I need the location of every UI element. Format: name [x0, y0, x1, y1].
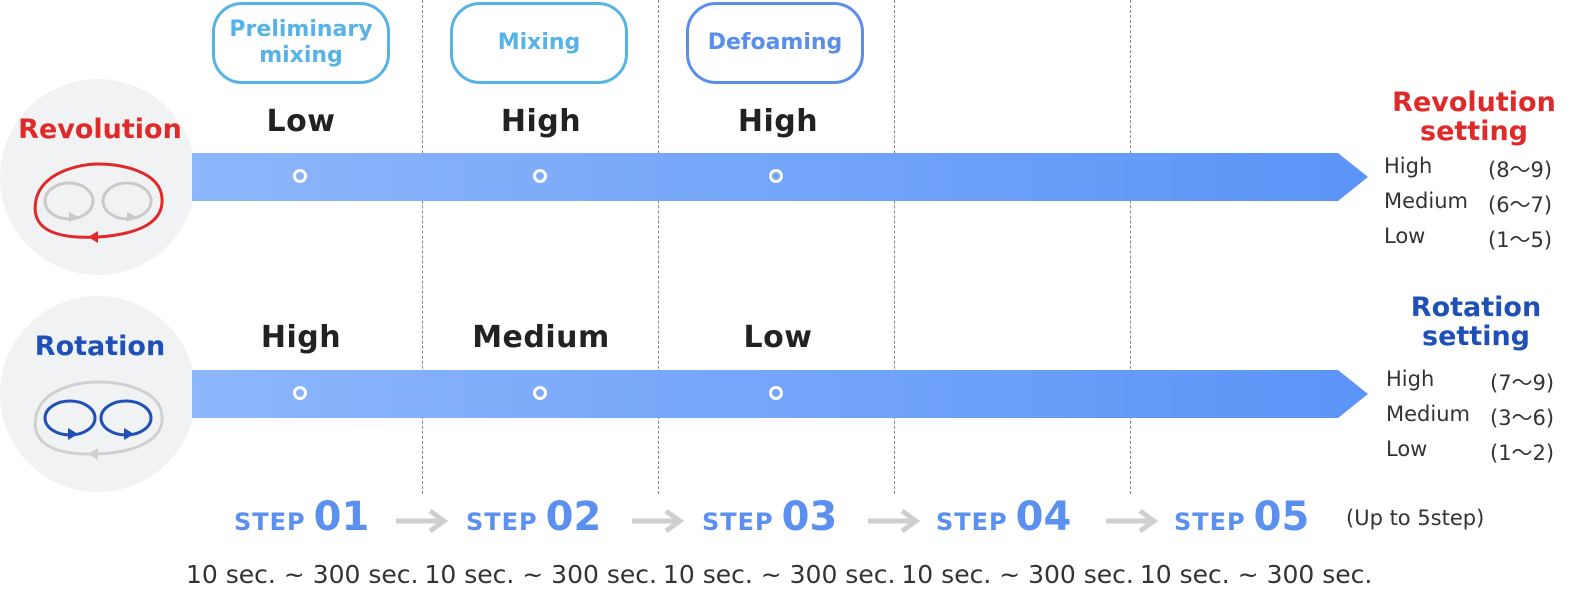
- revolution-setting-row-low: Low (1～5): [1384, 224, 1584, 252]
- step-word: STEP: [466, 508, 538, 536]
- bubble-mixing-label: Mixing: [497, 30, 581, 55]
- revolution-setting-range: (6～7): [1488, 193, 1553, 217]
- revolution-setting-name: Low: [1384, 224, 1426, 248]
- step-arrow-4: [1106, 508, 1159, 534]
- step-divider-2: [658, 0, 659, 494]
- rotation-setting-name: High: [1386, 367, 1435, 391]
- step-5-duration: 10 sec. ~ 300 sec.: [1139, 560, 1373, 589]
- step-divider-1: [422, 0, 423, 494]
- revolution-marker-step1: [293, 169, 307, 183]
- step-arrow-3: [868, 508, 921, 534]
- step-word: STEP: [936, 508, 1008, 536]
- rotation-label: Rotation: [34, 331, 166, 362]
- rotation-setting-row-low: Low (1～2): [1386, 437, 1586, 465]
- step-word: STEP: [1174, 508, 1246, 536]
- rotation-icon: [33, 380, 164, 460]
- bubble-mixing: Mixing: [450, 2, 628, 84]
- rotation-level-step2: Medium: [472, 320, 610, 355]
- rotation-setting-name: Low: [1386, 437, 1428, 461]
- step-4-duration: 10 sec. ~ 300 sec.: [901, 560, 1134, 589]
- step-arrow-1: [396, 508, 449, 534]
- rotation-setting-title: Rotation setting: [1410, 292, 1542, 352]
- revolution-level-step3: High: [737, 104, 819, 139]
- bubble-preliminary-mixing: Preliminary mixing: [212, 2, 390, 84]
- revolution-level-step2: High: [500, 104, 582, 139]
- step-divider-4: [1130, 0, 1131, 494]
- rotation-setting-range: (1～2): [1490, 441, 1555, 465]
- rotation-marker-step2: [533, 386, 547, 400]
- revolution-setting-row-medium: Medium (6～7): [1384, 189, 1584, 217]
- step-number: 03: [781, 494, 838, 540]
- revolution-setting-name: High: [1384, 154, 1433, 178]
- rotation-level-step1: High: [260, 320, 342, 355]
- step-number: 01: [313, 494, 370, 540]
- revolution-setting-row-high: High (8～9): [1384, 154, 1584, 182]
- revolution-setting-name: Medium: [1384, 189, 1468, 213]
- max-steps-note: (Up to 5step): [1346, 506, 1485, 530]
- revolution-setting-range: (8～9): [1488, 158, 1553, 182]
- bubble-defoaming: Defoaming: [686, 2, 864, 84]
- step-word: STEP: [702, 508, 774, 536]
- revolution-icon: [33, 162, 164, 243]
- step-arrow-2: [632, 508, 685, 534]
- rotation-setting-range: (7～9): [1490, 371, 1555, 395]
- step-2-duration: 10 sec. ~ 300 sec.: [424, 560, 657, 589]
- revolution-marker-step2: [533, 169, 547, 183]
- revolution-setting-title: Revolution setting: [1392, 87, 1556, 147]
- rotation-setting-row-high: High (7～9): [1386, 367, 1586, 395]
- rotation-setting-name: Medium: [1386, 402, 1470, 426]
- rotation-marker-step3: [769, 386, 783, 400]
- step-number: 02: [545, 494, 602, 540]
- step-1-duration: 10 sec. ~ 300 sec.: [186, 560, 419, 589]
- step-word: STEP: [234, 508, 306, 536]
- step-number: 05: [1253, 494, 1310, 540]
- revolution-setting-range: (1～5): [1488, 228, 1553, 252]
- step-durations: 10 sec. ~ 300 sec.10 sec. ~ 300 sec.10 s…: [186, 560, 1378, 589]
- step-number: 04: [1015, 494, 1072, 540]
- rotation-marker-step1: [293, 386, 307, 400]
- revolution-marker-step3: [769, 169, 783, 183]
- bubble-preliminary-mixing-label: Preliminary mixing: [229, 17, 373, 68]
- revolution-label: Revolution: [18, 114, 182, 145]
- revolution-level-step1: Low: [266, 104, 336, 139]
- step-3-duration: 10 sec. ~ 300 sec.: [662, 560, 896, 589]
- rotation-setting-row-medium: Medium (3～6): [1386, 402, 1586, 430]
- rotation-level-step3: Low: [743, 320, 813, 355]
- bubble-defoaming-label: Defoaming: [707, 30, 843, 55]
- step-divider-3: [894, 0, 895, 494]
- rotation-setting-range: (3～6): [1490, 406, 1555, 430]
